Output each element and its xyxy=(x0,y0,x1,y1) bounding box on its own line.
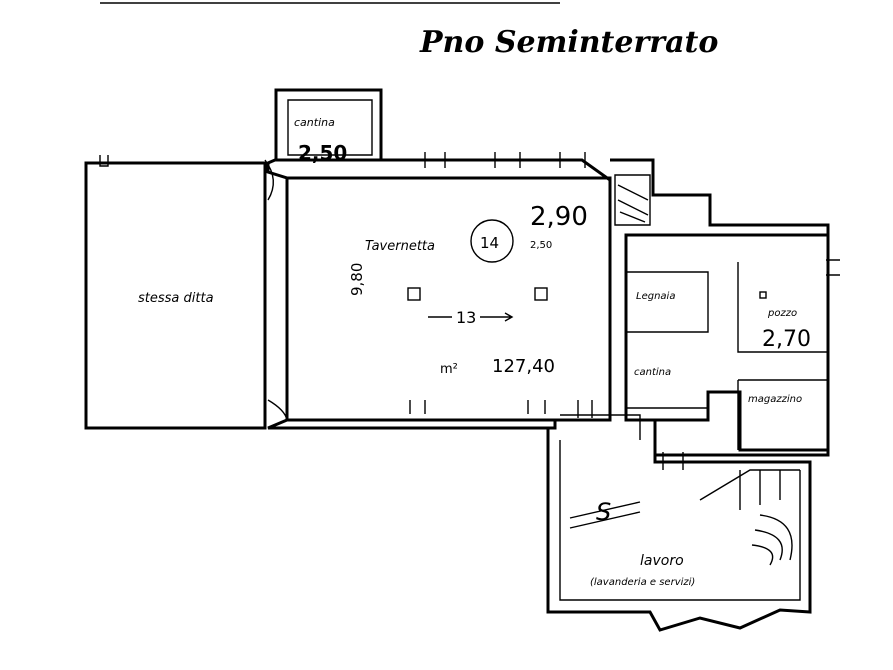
label-stessa-ditta: stessa ditta xyxy=(138,291,214,306)
label-area-prefix: m² xyxy=(440,362,458,377)
label-cantina-top: cantina xyxy=(294,116,335,129)
label-cantina-top-value: 2,50 xyxy=(298,141,347,165)
label-magazzino: magazzino xyxy=(748,394,802,405)
label-legnaia: Legnaia xyxy=(636,291,675,302)
label-tavernetta-num: 14 xyxy=(480,234,499,252)
label-height-290: 2,90 xyxy=(530,202,588,232)
label-area: 127,40 xyxy=(492,356,555,377)
label-dim-9: 9,80 xyxy=(348,263,366,296)
plan-title: Pno Seminterrato xyxy=(419,25,718,60)
label-lavoro-note: (lavanderia e servizi) xyxy=(590,577,695,588)
label-tavernetta: Tavernetta xyxy=(365,239,435,254)
label-tavernetta-height: 2,50 xyxy=(530,240,552,251)
label-height-270: 2,70 xyxy=(762,327,811,352)
label-pozzo: pozzo xyxy=(767,308,797,319)
label-cantina-mid: cantina xyxy=(634,367,671,378)
label-lavoro: lavoro xyxy=(640,553,684,569)
walls xyxy=(84,2,840,632)
label-scala-s: S xyxy=(596,498,611,526)
label-dim-13: 13 xyxy=(456,308,476,327)
